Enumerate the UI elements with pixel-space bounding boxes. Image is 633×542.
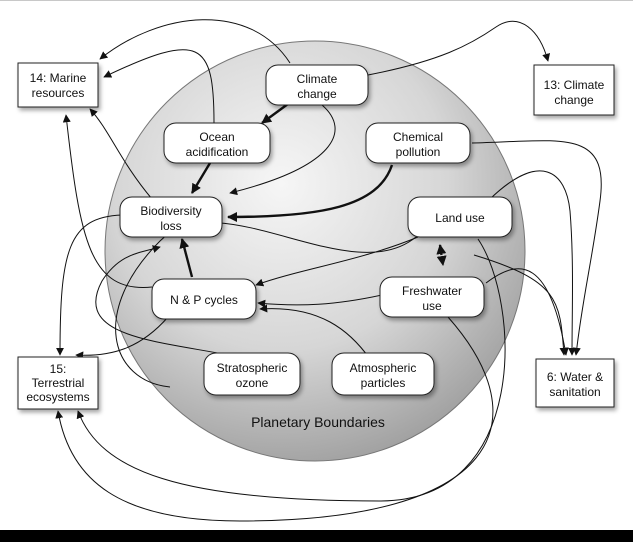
- arrow-ocean-to-biodiversity: [190, 162, 212, 194]
- diagram-title: Planetary Boundaries: [251, 414, 385, 430]
- boundary-ocean-acidification: Ocean acidification: [163, 122, 271, 164]
- goal-label: 6: Water &: [547, 370, 603, 384]
- arrow-landuse-to-terrestrial: [76, 238, 506, 502]
- boundary-chemical-pollution: Chemical pollution: [365, 122, 471, 164]
- arrow-freshwater-to-np: [257, 294, 383, 308]
- arrow-ozone-to-biodiversity: [95, 245, 249, 360]
- boundary-label: Chemical: [393, 130, 443, 144]
- goal-marine-resources: 14: Marine resources: [17, 62, 99, 108]
- boundary-label: change: [297, 87, 337, 101]
- internal-arrows: [95, 100, 447, 360]
- boundary-label: Freshwater: [402, 284, 462, 298]
- boundary-stratospheric-ozone: Stratospheric ozone: [203, 352, 301, 396]
- goal-water-sanitation: 6: Water & sanitation: [535, 358, 615, 408]
- goal-label: change: [554, 93, 594, 107]
- goal-label: Terrestrial: [32, 376, 85, 390]
- arrow-chemical-to-water: [471, 140, 602, 356]
- boundary-atmospheric-particles: Atmospheric particles: [331, 352, 435, 396]
- goal-label: 13: Climate: [544, 78, 605, 92]
- arrow-chemical-to-biodiversity: [227, 164, 394, 222]
- boundary-label: Atmospheric: [350, 361, 417, 375]
- arrow-biodiversity-to-terrestrial: [56, 214, 123, 356]
- boundary-label: Climate: [297, 72, 338, 86]
- boundary-biodiversity-loss: Biodiversity loss: [119, 196, 223, 238]
- goal-label: 15:: [50, 362, 67, 376]
- boundary-label: particles: [361, 376, 406, 390]
- boundary-label: acidification: [186, 145, 249, 159]
- goal-climate-change: 13: Climate change: [533, 64, 615, 116]
- boundary-freshwater-use: Freshwater use: [379, 276, 485, 318]
- goal-label: sanitation: [549, 385, 600, 399]
- arrow-ocean-to-marine: [103, 49, 215, 124]
- boundary-label: Ocean: [199, 130, 234, 144]
- arrow-np-to-marine: [62, 114, 153, 288]
- boundary-label: Land use: [435, 211, 485, 225]
- arrow-freshwater-to-water: [485, 268, 569, 356]
- boundary-label: Stratospheric: [217, 361, 288, 375]
- arrow-landuse-to-water: [489, 170, 577, 356]
- boundary-label: use: [422, 299, 442, 313]
- external-arrows: [55, 19, 602, 522]
- arrow-landuse-to-water-b: [473, 254, 568, 356]
- arrow-freshwater-to-terrestrial: [55, 316, 494, 522]
- arrow-landuse-to-np: [255, 236, 419, 287]
- boundary-label: pollution: [396, 145, 441, 159]
- arrow-climate-to-biodiversity: [229, 104, 336, 196]
- arrow-np-to-terrestrial: [75, 316, 169, 360]
- boundary-np-cycles: N & P cycles: [151, 278, 257, 320]
- planetary-boundaries-diagram: Climate change Ocean acidification Chemi…: [17, 19, 615, 522]
- boundary-label: Biodiversity: [140, 204, 201, 218]
- arrow-climate-to-climate-goal: [367, 21, 551, 76]
- arrow-climate-to-marine: [99, 19, 291, 64]
- boundary-label: N & P cycles: [170, 293, 238, 307]
- goal-label: resources: [32, 86, 85, 100]
- boundary-land-use: Land use: [407, 196, 513, 238]
- boundary-label: loss: [160, 219, 181, 233]
- goal-label: ecosystems: [26, 390, 89, 404]
- goal-terrestrial-ecosystems: 15: Terrestrial ecosystems: [17, 356, 99, 410]
- boundary-label: ozone: [236, 376, 269, 390]
- arrow-biodiversity-to-marine: [89, 108, 153, 200]
- arrow-np-to-biodiversity: [179, 238, 194, 278]
- arrow-landuse-freshwater: [436, 244, 447, 266]
- diagram-canvas: Climate change Ocean acidification Chemi…: [0, 0, 633, 530]
- boundary-climate-change: Climate change: [265, 64, 369, 106]
- goal-label: 14: Marine: [30, 71, 87, 85]
- arrow-particles-to-np: [259, 304, 371, 360]
